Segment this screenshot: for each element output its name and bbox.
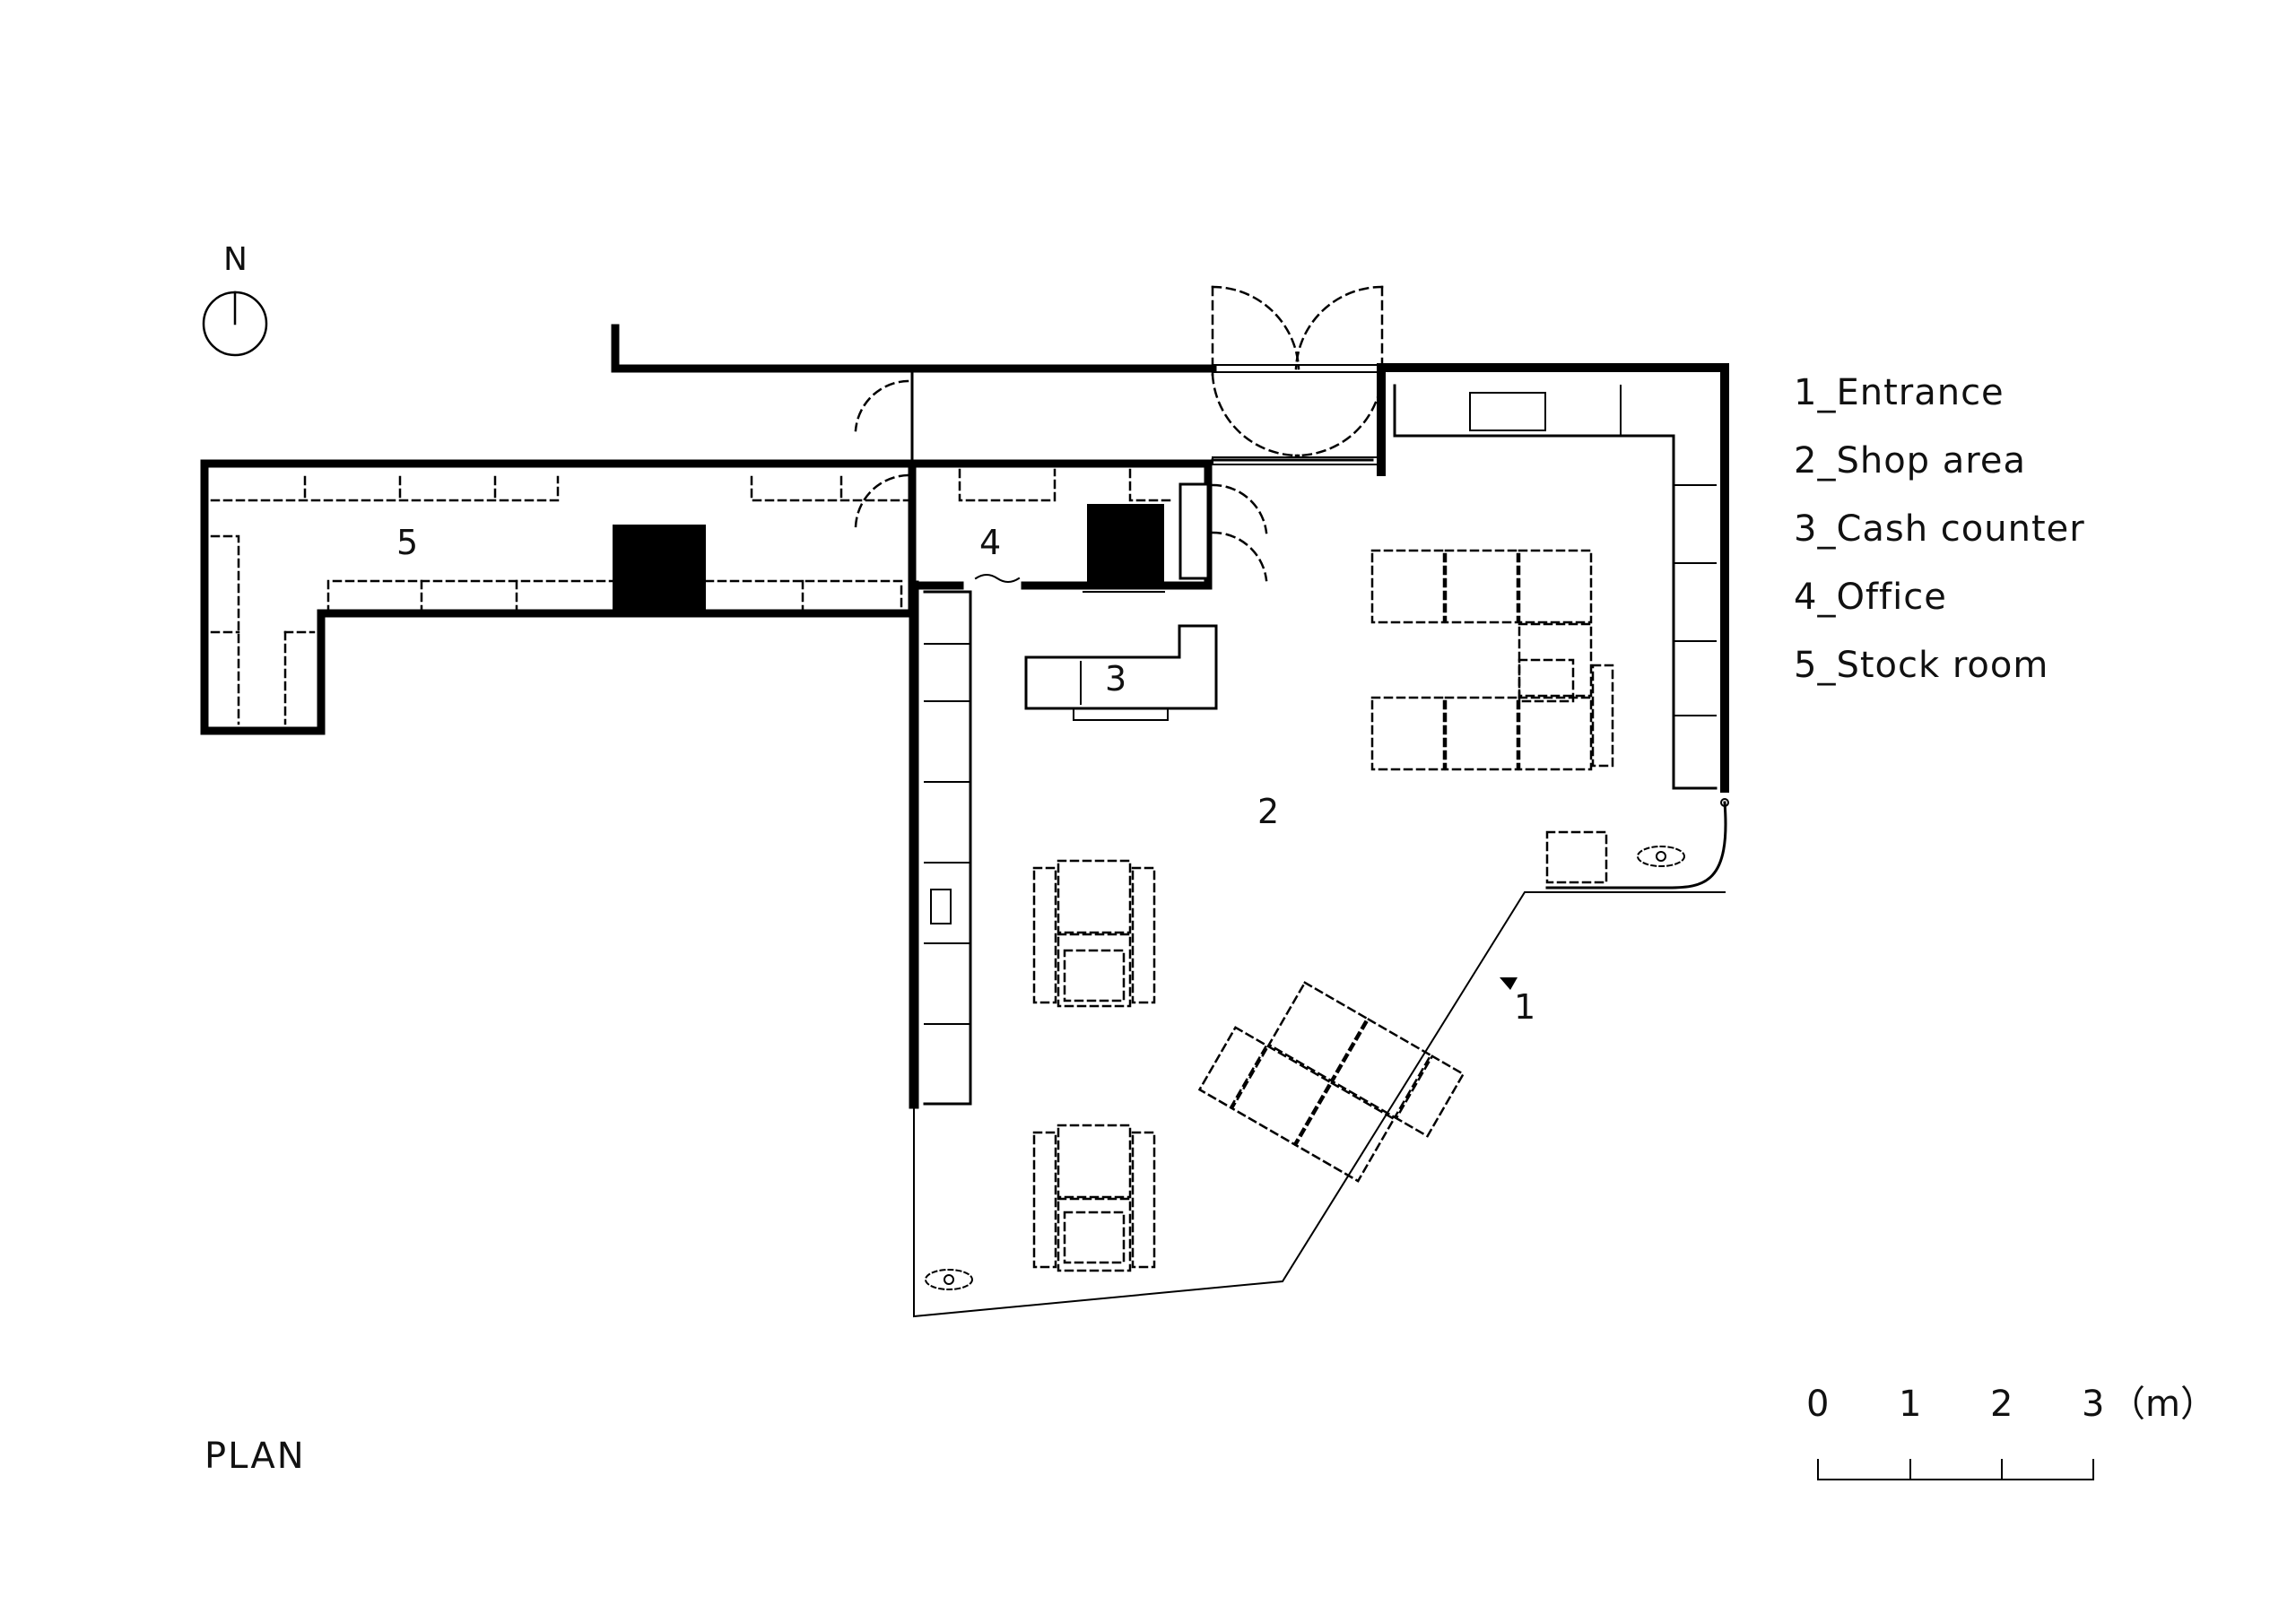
legend-item-cash-counter: 3_Cash counter bbox=[1794, 508, 2085, 550]
ceiling-light-icon bbox=[925, 846, 1685, 1290]
room-label-cash-counter: 3 bbox=[1105, 659, 1127, 699]
room-label-entrance: 1 bbox=[1514, 987, 1536, 1027]
corridor-wall bbox=[611, 324, 1217, 373]
scale-tick-3: 3 bbox=[2082, 1384, 2105, 1425]
north-arrow-icon bbox=[202, 291, 268, 357]
scale-bar-line bbox=[1817, 1459, 2094, 1480]
room-label-stock-room: 5 bbox=[396, 523, 419, 562]
shop-east-fixture bbox=[1393, 384, 1718, 790]
legend-item-stock-room: 5_Stock room bbox=[1794, 645, 2049, 686]
shop-east-wall bbox=[1377, 363, 1729, 793]
entrance-arrow-icon bbox=[1500, 977, 1518, 990]
scale-tick-1: 1 bbox=[1899, 1384, 1922, 1425]
office-column bbox=[1087, 504, 1164, 586]
shop-west-fixture bbox=[923, 590, 972, 1106]
office-cabinet bbox=[1178, 482, 1210, 580]
legend-item-entrance: 1_Entrance bbox=[1794, 372, 2005, 413]
scale-tick-0: 0 bbox=[1806, 1384, 1830, 1425]
legend-item-office: 4_Office bbox=[1794, 577, 1947, 618]
room-label-office: 4 bbox=[979, 523, 1002, 562]
cash-counter bbox=[1024, 624, 1218, 710]
legend-item-shop-area: 2_Shop area bbox=[1794, 440, 2026, 482]
north-label: N bbox=[223, 241, 248, 278]
shop-outline bbox=[913, 891, 1726, 1318]
stock-column bbox=[613, 525, 706, 613]
room-label-shop-area: 2 bbox=[1257, 792, 1280, 831]
scale-tick-2: 2 bbox=[1990, 1384, 2013, 1425]
stock-room-walls bbox=[200, 459, 917, 735]
plan-title: PLAN bbox=[204, 1436, 306, 1477]
scale-unit: （m） bbox=[2109, 1384, 2216, 1425]
